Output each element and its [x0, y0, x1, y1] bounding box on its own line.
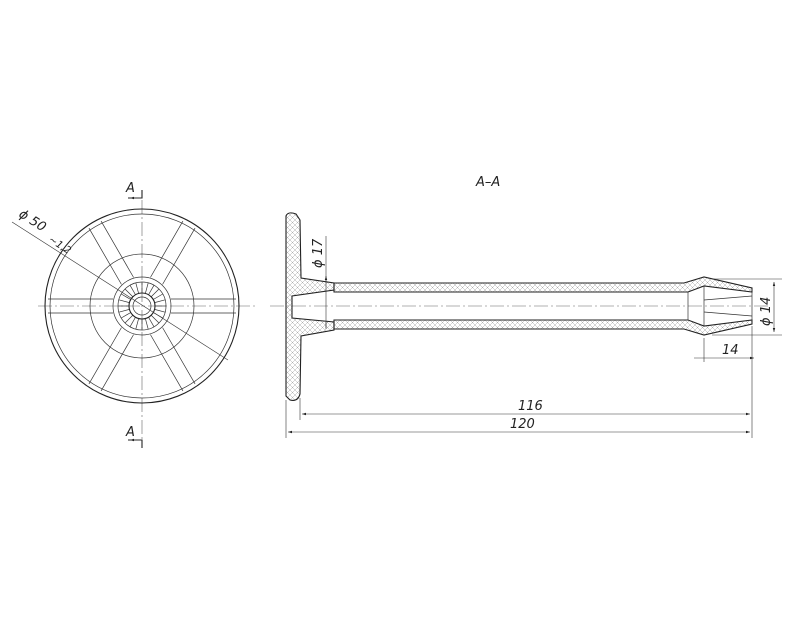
hub-fin — [153, 293, 163, 300]
tip-length-label: 14 — [722, 343, 739, 358]
overall-length-label: 120 — [510, 417, 535, 432]
hub-fin — [154, 309, 166, 313]
head-thickness-label: ~1,2 — [46, 234, 72, 256]
front-view: ϕ 50 ~1,2 A A — [11, 181, 258, 448]
section-marker-top: A — [125, 181, 143, 200]
cap-inner-rim — [49, 213, 235, 399]
svg-text:A: A — [125, 425, 135, 440]
cap-spokes — [48, 220, 236, 392]
hub-fin — [129, 317, 136, 327]
cap-outer-rim — [44, 208, 240, 404]
hub-fin — [118, 309, 130, 313]
section-title: A–A — [475, 175, 500, 190]
hub-fin — [129, 285, 136, 295]
cap-mid-ring — [89, 253, 195, 359]
shank-length-label: 116 — [518, 399, 543, 414]
hub-fin — [124, 288, 134, 298]
head-plate-section — [285, 212, 335, 401]
hub-fin — [150, 314, 160, 324]
hub-fin — [135, 318, 139, 330]
shank-wall-bottom — [333, 319, 753, 336]
cap-center-hole-inner — [132, 296, 152, 316]
hub-fin — [145, 282, 149, 294]
hub-fin — [124, 314, 134, 324]
head-diameter-label: ϕ 50 — [16, 207, 49, 236]
dim-shank-diameter: ϕ 17 — [311, 236, 328, 329]
hub-fin — [118, 299, 130, 303]
cap-hub-fins — [118, 282, 166, 330]
dim-tip-length: 14 — [694, 326, 754, 362]
tip-detail — [687, 286, 753, 326]
shank-wall-top — [333, 276, 753, 293]
tip-diameter-label: ϕ 14 — [759, 297, 774, 326]
cap-hub-ring-outer — [112, 276, 172, 336]
hub-fin — [148, 317, 155, 327]
hub-fin — [145, 318, 149, 330]
section-view: A–A ϕ 17 ϕ 14 — [270, 175, 782, 438]
section-marker-bottom: A — [125, 425, 143, 448]
hub-fin — [121, 312, 131, 319]
dim-shank-length: 116 — [299, 362, 753, 420]
dim-tip-diameter: ϕ 14 — [712, 278, 782, 336]
head-diameter-leader — [11, 221, 229, 361]
svg-text:A: A — [125, 181, 135, 196]
hub-fin — [121, 293, 131, 300]
dim-overall-length: 120 — [285, 400, 753, 438]
hub-fin — [150, 288, 160, 298]
hub-fin — [148, 285, 155, 295]
hub-fin — [154, 299, 166, 303]
shank-diameter-label: ϕ 17 — [311, 238, 326, 268]
hub-fin — [135, 282, 139, 294]
